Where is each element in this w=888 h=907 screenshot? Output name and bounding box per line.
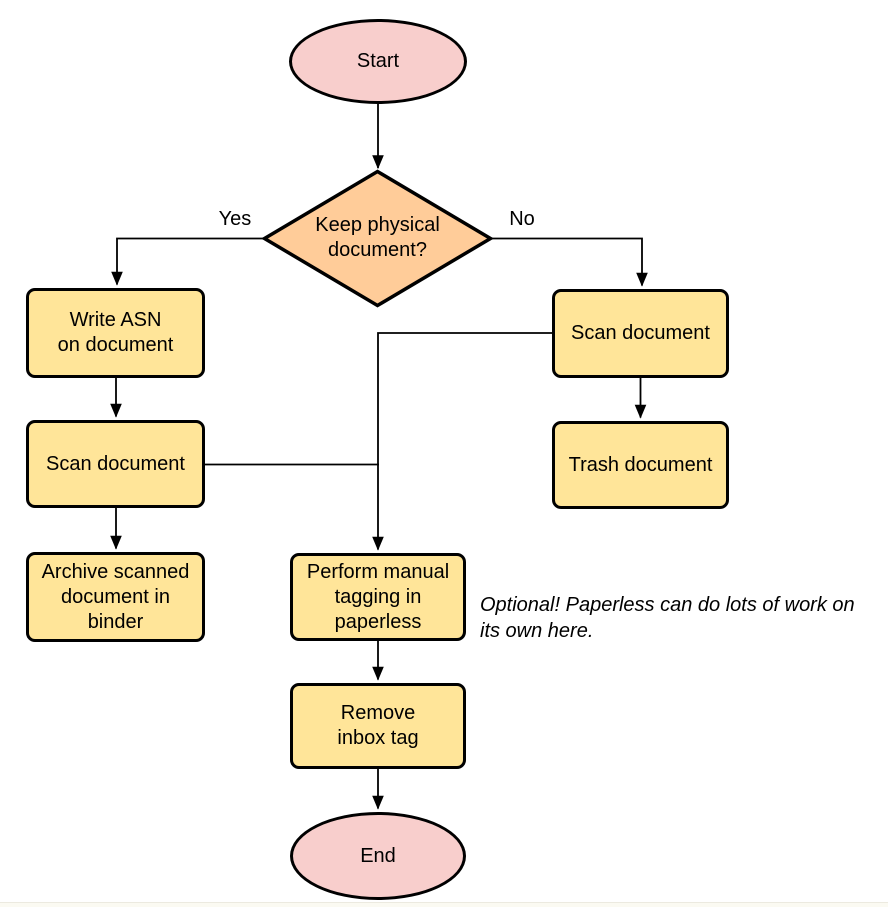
node-end-label: End	[360, 844, 396, 867]
node-remove-inbox-tag: Remove inbox tag	[290, 683, 466, 769]
node-write-asn-on-document: Write ASN on document	[26, 288, 205, 378]
node-scan-document-left: Scan document	[26, 420, 205, 508]
node-archive-scanned-document: Archive scanned document in binder	[26, 552, 205, 642]
annotation-optional-note: Optional! Paperless can do lots of work …	[480, 594, 855, 642]
node-trash-document: Trash document	[552, 421, 729, 509]
node-decision-label: Keep physical document?	[315, 214, 440, 261]
edge-scan-right-to-tagging	[372, 332, 552, 551]
node-scan-document-right: Scan document	[552, 289, 729, 378]
edge-decision-to-write-asn-yes	[111, 237, 264, 286]
edge-label-yes: Yes	[203, 208, 267, 230]
page-bottom-edge	[0, 902, 888, 907]
edge-label-no: No	[490, 208, 554, 230]
decision-diamond-shape	[261, 169, 494, 308]
node-start-label: Start	[356, 50, 400, 72]
node-perform-manual-tagging: Perform manual tagging in paperless	[290, 553, 466, 641]
edge-decision-to-scan-right-no	[491, 237, 648, 287]
node-start: Start	[289, 19, 467, 104]
node-end: End	[290, 812, 466, 900]
